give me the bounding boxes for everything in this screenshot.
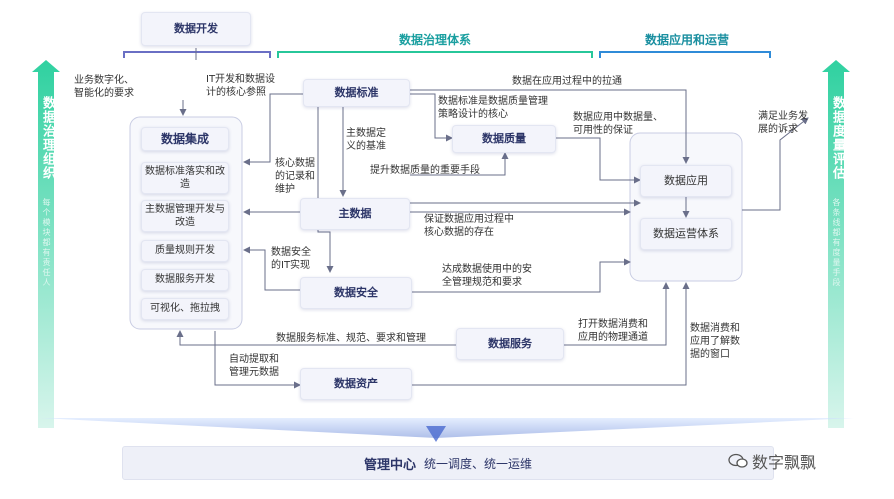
node-data-service: 数据服务	[456, 328, 564, 360]
top-bracket-dev	[123, 51, 271, 58]
label-meet-biz: 满足业务发 展的诉求	[758, 111, 808, 135]
management-center-sub: 统一调度、统一运维	[424, 456, 533, 471]
label-sec-mgmt: 达成数据使用中的安 全管理规范和要求	[442, 264, 532, 288]
label-auto-meta: 自动提取和 管理元数据	[229, 354, 279, 378]
node-data-application: 数据应用	[640, 165, 732, 197]
wechat-icon	[728, 453, 748, 469]
label-improve-quality: 提升数据质量的重要手段	[370, 165, 480, 176]
label-svc-std: 数据服务标准、规范、要求和管理	[276, 333, 426, 344]
integration-item-1: 数据标准落实和改造	[141, 162, 229, 194]
integration-item-5: 可视化、拖拉拽	[141, 298, 229, 320]
integration-title: 数据集成	[141, 127, 229, 151]
top-bracket-ops	[599, 51, 771, 58]
node-ops-system: 数据运营体系	[640, 218, 732, 250]
label-core-record: 核心数据 的记录和 维护	[275, 158, 315, 195]
management-center-bar: 管理中心 统一调度、统一运维	[122, 446, 774, 480]
left-bar-sub: 每个模块都有责任人	[42, 198, 51, 288]
left-bar-arrow	[32, 60, 60, 428]
down-arrow-to-center	[40, 418, 854, 438]
integration-item-3: 质量规则开发	[141, 240, 229, 262]
label-consume: 数据消费和 应用了解数 据的窗口	[690, 323, 740, 360]
right-bar-title: 数据度量评估	[830, 96, 845, 180]
node-data-quality: 数据质量	[452, 125, 556, 153]
label-pull: 数据在应用过程中的拉通	[512, 76, 622, 87]
top-bracket-governance	[277, 51, 593, 58]
label-open-channel: 打开数据消费和 应用的物理通道	[578, 319, 648, 343]
node-master-data: 主数据	[300, 198, 410, 230]
right-bar-arrow	[822, 60, 850, 428]
label-app-quality: 数据应用中数据量、 可用性的保证	[573, 112, 663, 136]
governance-header: 数据治理体系	[398, 33, 471, 47]
label-it-dev: IT开发和数据设 计的核心参照	[206, 74, 276, 98]
integration-item-4: 数据服务开发	[141, 269, 229, 291]
label-std-core: 数据标准是数据质量管理 策略设计的核心	[438, 96, 548, 120]
left-bar-title: 数据治理组织	[40, 96, 55, 180]
node-data-standard: 数据标准	[303, 79, 410, 107]
ops-header: 数据应用和运营	[644, 33, 729, 47]
label-biz-digital: 业务数字化、 智能化的要求	[74, 75, 134, 99]
node-data-security: 数据安全	[300, 277, 412, 309]
integration-item-2: 主数据管理开发与改造	[141, 200, 229, 232]
data-dev-box: 数据开发	[141, 12, 251, 46]
management-center-title: 管理中心	[363, 457, 416, 473]
watermark-text: 数字飘飘	[752, 453, 817, 472]
right-bar-sub: 各条线都有度量手段	[832, 198, 841, 288]
label-master-def: 主数据定 义的基准	[346, 128, 386, 152]
label-guarantee: 保证数据应用过程中 核心数据的存在	[424, 214, 514, 238]
label-sec-it: 数据安全 的IT实现	[271, 247, 311, 271]
watermark: 数字飘飘	[728, 449, 816, 473]
node-data-asset: 数据资产	[300, 368, 412, 400]
